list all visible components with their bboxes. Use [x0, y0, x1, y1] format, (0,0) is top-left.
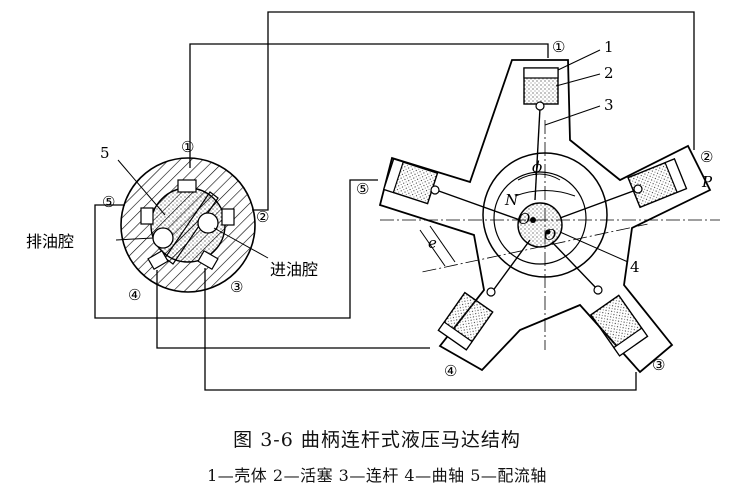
valve-window-4: [147, 249, 169, 271]
rod-3: [551, 241, 599, 291]
valve-port-label-3: ③: [230, 278, 243, 296]
motor-port-label-5: ⑤: [356, 180, 369, 198]
symbol-o: O: [544, 226, 556, 244]
valve-window-5: [140, 207, 154, 225]
rod-2: [559, 189, 637, 219]
symbol-phi: ϕ: [532, 158, 542, 176]
leader-1: [557, 49, 601, 71]
valve-port-label-1: ①: [181, 138, 194, 156]
intake-hole: [197, 212, 219, 234]
pin-2: [633, 184, 643, 194]
line-port-5: [94, 179, 378, 319]
motor-port-label-2: ②: [700, 148, 713, 166]
hydraulic-lines: [94, 11, 695, 391]
center-o: [545, 229, 551, 235]
intake-chamber-label: 进油腔: [270, 260, 318, 279]
leader-4: [559, 231, 629, 263]
leader-intake: [213, 227, 269, 259]
cylinder-3: [589, 294, 649, 357]
rod-1: [534, 107, 541, 201]
valve-window-2: [221, 208, 235, 226]
eccentricity-line-a: [419, 229, 446, 267]
valve-divider: [164, 191, 219, 265]
exhaust-chamber-label: 排油腔: [26, 232, 74, 251]
leader-exhaust: [115, 237, 154, 241]
distribution-valve: [115, 157, 269, 293]
valve-port-label-5: ⑤: [102, 193, 115, 211]
rod-4: [491, 239, 531, 293]
valve-window-1: [177, 179, 197, 193]
symbol-o1: O: [518, 210, 530, 228]
rotation-arrow: [514, 190, 576, 197]
callout-4: 4: [630, 258, 640, 276]
pin-3: [593, 285, 603, 295]
radial-motor: [378, 49, 720, 374]
symbol-e: e: [428, 234, 437, 252]
callout-3: 3: [604, 96, 614, 114]
line-port-3: [204, 268, 637, 391]
exhaust-hole: [152, 227, 174, 249]
symbol-p: P: [701, 173, 713, 191]
center-o1: [530, 217, 536, 223]
cylinder-2: [627, 158, 688, 209]
cylinder-4: [437, 291, 494, 351]
valve-window-3: [197, 249, 219, 271]
callout-2: 2: [604, 64, 614, 82]
rod-5: [435, 189, 521, 221]
pin-4: [486, 287, 496, 297]
leader-5: [117, 159, 166, 216]
pin-5: [430, 185, 440, 195]
callout-1: 1: [604, 38, 614, 56]
line-port-1: [189, 43, 549, 168]
leader-3: [544, 105, 601, 126]
motor-port-label-1: ①: [552, 38, 565, 56]
figure-caption-title: 图 3-6 曲柄连杆式液压马达结构: [233, 429, 521, 451]
valve-port-label-2: ②: [256, 208, 269, 226]
valve-number-label: 5: [100, 144, 110, 162]
motor-port-label-4: ④: [444, 362, 457, 380]
piston-1-head: [523, 67, 559, 79]
symbol-n: N: [504, 191, 519, 209]
centerline-diagonal: [422, 223, 648, 273]
eccentricity-line-b: [429, 225, 456, 263]
line-port-4: [156, 270, 430, 349]
leader-2: [555, 73, 601, 87]
valve-port-label-4: ④: [128, 286, 141, 304]
phi-arc: [517, 173, 561, 181]
figure-caption-legend: 1—壳体 2—活塞 3—连杆 4—曲轴 5—配流轴: [207, 466, 547, 485]
motor-port-label-3: ③: [652, 356, 665, 374]
line-port-2: [252, 11, 695, 211]
pin-1: [535, 101, 545, 111]
